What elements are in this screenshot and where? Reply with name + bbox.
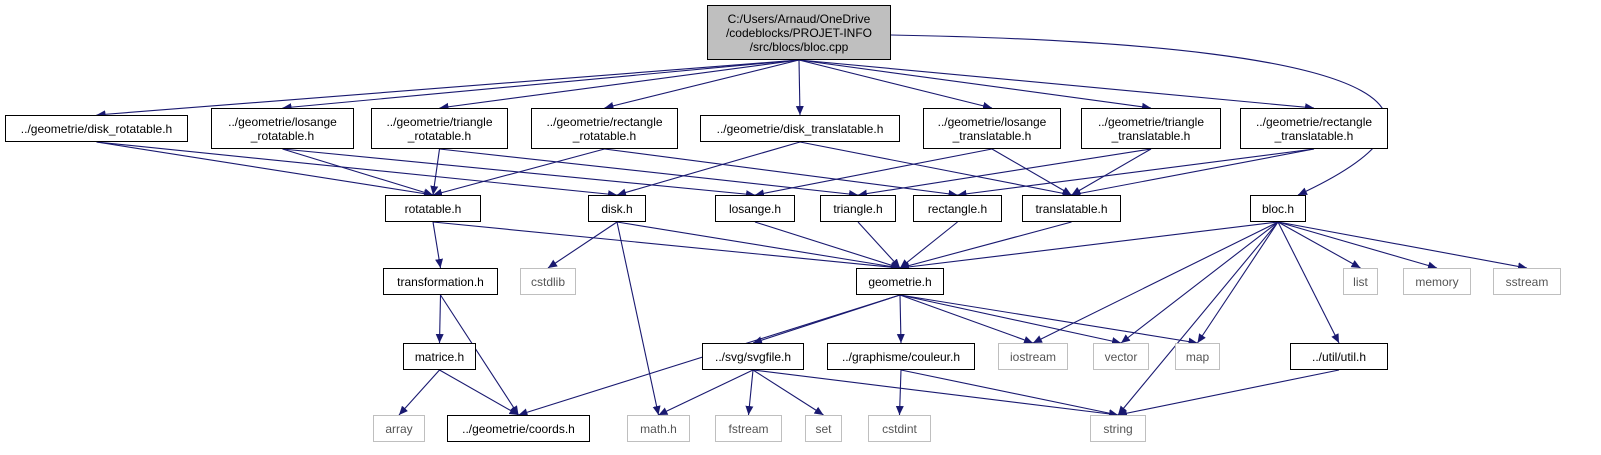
edge-rotatable-to-transformation	[432, 221, 443, 269]
edge-rectangle_rotatable-to-rectangle	[604, 148, 958, 198]
edge-svgfile-to-math	[658, 369, 754, 416]
edge-geometrie-to-couleur	[896, 294, 905, 344]
edge-root-to-losange_rotatable	[282, 59, 800, 112]
node-fstream: fstream	[715, 415, 782, 442]
edge-bloc-to-vector	[1120, 221, 1279, 344]
edge-geometrie-to-map	[899, 294, 1198, 346]
edge-disk-to-geometrie	[616, 221, 901, 271]
node-rectangle-h[interactable]: rectangle.h	[913, 195, 1002, 222]
node-set: set	[805, 415, 842, 442]
node-sstream: sstream	[1493, 268, 1561, 295]
node-disk-h[interactable]: disk.h	[588, 195, 646, 222]
edge-root-to-disk_translatable	[795, 59, 804, 116]
edge-disk-to-cstdlib	[547, 221, 618, 269]
node-triangle-rotatable-h[interactable]: ../geometrie/triangle _rotatable.h	[371, 108, 508, 149]
edge-root-to-rectangle_translatable	[798, 59, 1315, 112]
node-cstdlib: cstdlib	[520, 268, 576, 295]
edge-triangle-to-geometrie	[857, 221, 901, 269]
node-iostream: iostream	[998, 343, 1068, 370]
edge-rectangle-to-geometrie	[899, 221, 958, 269]
edge-root-to-losange_translatable	[798, 59, 993, 110]
edge-triangle_translatable-to-translatable	[1071, 148, 1152, 196]
edge-bloc-to-memory	[1277, 221, 1438, 270]
edge-svgfile-to-set	[752, 369, 824, 416]
edge-geometrie-to-iostream	[899, 294, 1034, 344]
edge-bloc-to-iostream	[1032, 221, 1279, 344]
node-string: string	[1090, 415, 1146, 442]
edge-losange-to-geometrie	[754, 221, 901, 270]
edge-disk_rotatable-to-disk	[96, 141, 618, 199]
edge-triangle_rotatable-to-triangle	[439, 148, 859, 198]
node-coords-h[interactable]: ../geometrie/coords.h	[447, 415, 590, 442]
edge-couleur-to-cstdint	[895, 369, 904, 416]
node-triangle-translatable-h[interactable]: ../geometrie/triangle _translatable.h	[1081, 108, 1221, 149]
edge-rectangle_rotatable-to-rotatable	[432, 148, 605, 197]
edge-rectangle_translatable-to-translatable	[1071, 148, 1315, 198]
edge-bloc-to-list	[1277, 221, 1361, 269]
node-cstdint: cstdint	[868, 415, 931, 442]
edge-matrice-to-array	[398, 369, 440, 416]
edge-root-to-triangle_translatable	[798, 59, 1152, 111]
edge-root-to-bloc	[890, 34, 1387, 196]
node-matrice-h[interactable]: matrice.h	[403, 343, 476, 370]
edge-util-to-string	[1117, 369, 1340, 418]
edge-losange_rotatable-to-rotatable	[282, 148, 434, 197]
node-bloc-cpp-root[interactable]: C:/Users/Arnaud/OneDrive /codeblocks/PRO…	[707, 5, 891, 60]
edge-translatable-to-geometrie	[899, 221, 1072, 270]
node-transformation-h[interactable]: transformation.h	[383, 268, 498, 295]
node-vector: vector	[1093, 343, 1149, 370]
edge-losange_translatable-to-losange	[754, 148, 993, 198]
edge-triangle_rotatable-to-rotatable	[430, 148, 441, 196]
edge-matrice-to-coords	[439, 369, 519, 416]
edge-disk-to-math	[616, 221, 661, 416]
edge-rotatable-to-geometrie	[432, 221, 901, 272]
node-rotatable-h[interactable]: rotatable.h	[385, 195, 481, 222]
edge-rectangle_translatable-to-rectangle	[957, 148, 1315, 198]
node-map: map	[1175, 343, 1220, 370]
edge-bloc-to-string	[1117, 221, 1279, 416]
node-array: array	[373, 415, 425, 442]
edge-bloc-to-geometrie	[899, 221, 1279, 271]
node-translatable-h[interactable]: translatable.h	[1022, 195, 1121, 222]
node-triangle-h[interactable]: triangle.h	[820, 195, 896, 222]
edge-disk_translatable-to-disk	[616, 141, 801, 197]
node-memory: memory	[1403, 268, 1471, 295]
node-geometrie-h[interactable]: geometrie.h	[856, 268, 944, 295]
edge-transformation-to-matrice	[435, 294, 444, 344]
node-bloc-h[interactable]: bloc.h	[1250, 195, 1306, 222]
node-util-h[interactable]: ../util/util.h	[1290, 343, 1388, 370]
node-list: list	[1343, 268, 1378, 295]
edge-bloc-to-util	[1277, 221, 1340, 344]
edge-geometrie-to-vector	[899, 294, 1122, 345]
edge-bloc-to-sstream	[1277, 221, 1528, 271]
edge-disk_translatable-to-translatable	[799, 141, 1072, 198]
edge-losange_translatable-to-translatable	[991, 148, 1072, 196]
node-losange-translatable-h[interactable]: ../geometrie/losange _translatable.h	[923, 108, 1061, 149]
node-rectangle-rotatable-h[interactable]: ../geometrie/rectangle _rotatable.h	[531, 108, 678, 149]
edge-root-to-rectangle_rotatable	[604, 59, 800, 110]
node-couleur-h[interactable]: ../graphisme/couleur.h	[827, 343, 975, 370]
edge-root-to-triangle_rotatable	[439, 59, 800, 111]
edge-triangle_translatable-to-triangle	[857, 148, 1152, 198]
node-svgfile-h[interactable]: ../svg/svgfile.h	[702, 343, 804, 370]
edge-transformation-to-coords	[440, 294, 519, 416]
edge-svgfile-to-fstream	[745, 369, 754, 416]
edge-root-to-disk_rotatable	[96, 59, 800, 119]
edge-disk_rotatable-to-rotatable	[96, 141, 434, 198]
node-disk-translatable-h[interactable]: ../geometrie/disk_translatable.h	[700, 115, 900, 142]
edge-bloc-to-map	[1197, 221, 1279, 344]
node-losange-rotatable-h[interactable]: ../geometrie/losange _rotatable.h	[211, 108, 354, 149]
edge-couleur-to-string	[900, 369, 1119, 418]
node-disk-rotatable-h[interactable]: ../geometrie/disk_rotatable.h	[5, 115, 188, 142]
node-math-h: math.h	[627, 415, 690, 442]
edge-svgfile-to-string	[752, 369, 1119, 418]
node-rectangle-translatable-h[interactable]: ../geometrie/rectangle _translatable.h	[1240, 108, 1388, 149]
node-losange-h[interactable]: losange.h	[715, 195, 795, 222]
